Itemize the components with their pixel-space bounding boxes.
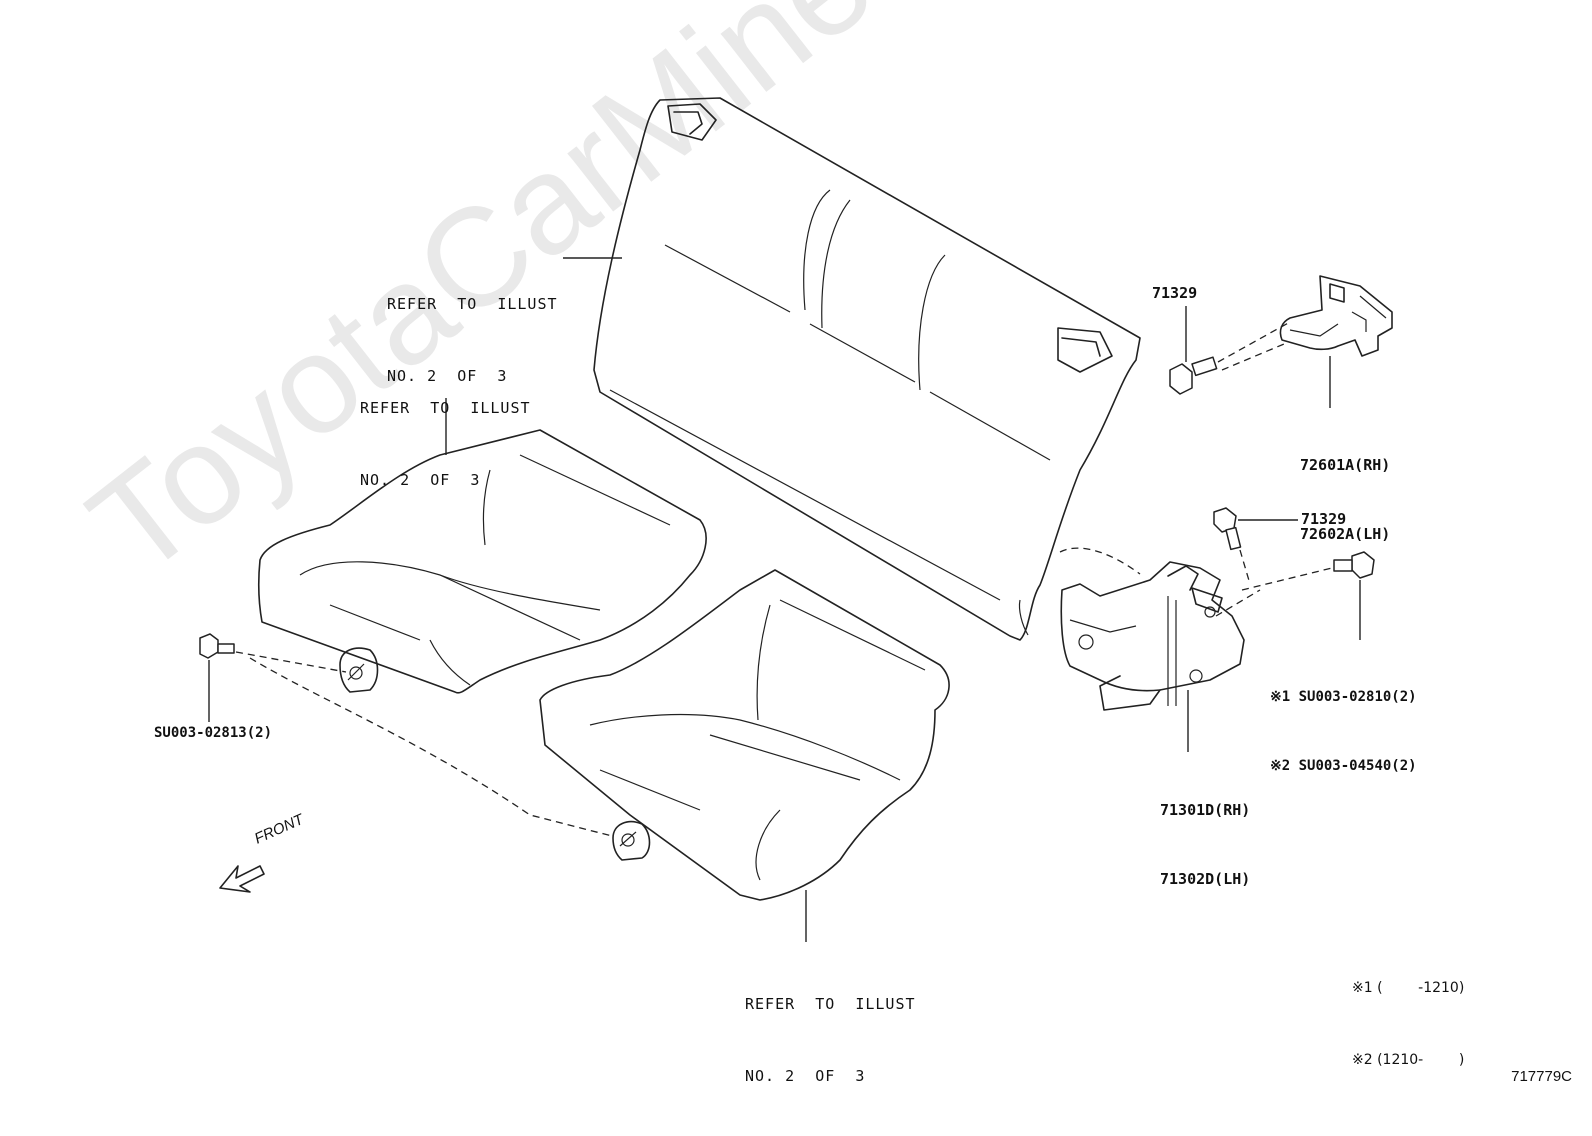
seatback-hinge-assembly[interactable] (1060, 561, 1245, 711)
part-number-hinge-rh[interactable]: 71301D(RH) (1160, 801, 1251, 819)
date-notes: ※1 ( -1210) ※2 (1210- ) (1352, 928, 1464, 1120)
seat-back[interactable] (593, 97, 1141, 641)
part-number-hinge-bolts[interactable]: ※1 SU003-02810(2) ※2 SU003-04540(2) (1270, 640, 1417, 824)
refer-label-line1: REFER TO ILLUST (745, 995, 916, 1013)
refer-label-line2: NO. 2 OF 3 (387, 367, 508, 385)
bolt-su003-02813-icon (199, 633, 235, 659)
seatback-lock-bracket[interactable] (1279, 275, 1393, 357)
part-number-bracket[interactable]: 72601A(RH) 72602A(LH) (1300, 408, 1390, 592)
refer-label-line2: NO. 2 OF 3 (360, 471, 481, 489)
clip-left (339, 647, 379, 693)
bolt-su003-hinge-icon (1333, 551, 1375, 579)
note-2: ※2 (1210- ) (1352, 1052, 1465, 1068)
part-number-hinge[interactable]: 71301D(RH) 71302D(LH) (1160, 753, 1250, 937)
diagram-drawing (199, 97, 1393, 942)
bolt-71329-hinge-icon (1213, 507, 1242, 551)
refer-label-cushion-right: REFER TO ILLUST NO. 2 OF 3 (745, 944, 916, 1136)
part-number-bracket-lh[interactable]: 72602A(LH) (1300, 525, 1391, 543)
refer-label-line2: NO. 2 OF 3 (745, 1067, 866, 1085)
part-number-su003-02810[interactable]: ※1 SU003-02810(2) (1270, 689, 1417, 705)
parts-diagram: ToyotaCarMine.ru (61, 0, 1572, 1085)
bolt-71329-upper-icon (1169, 356, 1218, 395)
refer-label-line1: REFER TO ILLUST (387, 295, 558, 313)
seat-cushion-right[interactable] (539, 569, 950, 901)
part-number-cushion-bolt[interactable]: SU003-02813(2) (154, 725, 273, 741)
front-arrow-icon (219, 865, 265, 893)
clip-right (612, 820, 651, 861)
refer-label-seatback: REFER TO ILLUST NO. 2 OF 3 (387, 244, 558, 436)
part-number-bolt-upper[interactable]: 71329 (1152, 284, 1198, 302)
refer-label-cushion-left: REFER TO ILLUST NO. 2 OF 3 (360, 348, 531, 540)
part-number-bracket-rh[interactable]: 72601A(RH) (1300, 456, 1391, 474)
part-number-su003-04540[interactable]: ※2 SU003-04540(2) (1270, 758, 1417, 774)
part-number-bolt-hinge[interactable]: 71329 (1301, 510, 1347, 528)
refer-label-line1: REFER TO ILLUST (360, 399, 531, 417)
part-number-hinge-lh[interactable]: 71302D(LH) (1160, 870, 1251, 888)
note-1: ※1 ( -1210) (1352, 980, 1465, 996)
seat-cushion-left[interactable] (257, 429, 707, 694)
figure-id: 717779C (1511, 1068, 1572, 1085)
